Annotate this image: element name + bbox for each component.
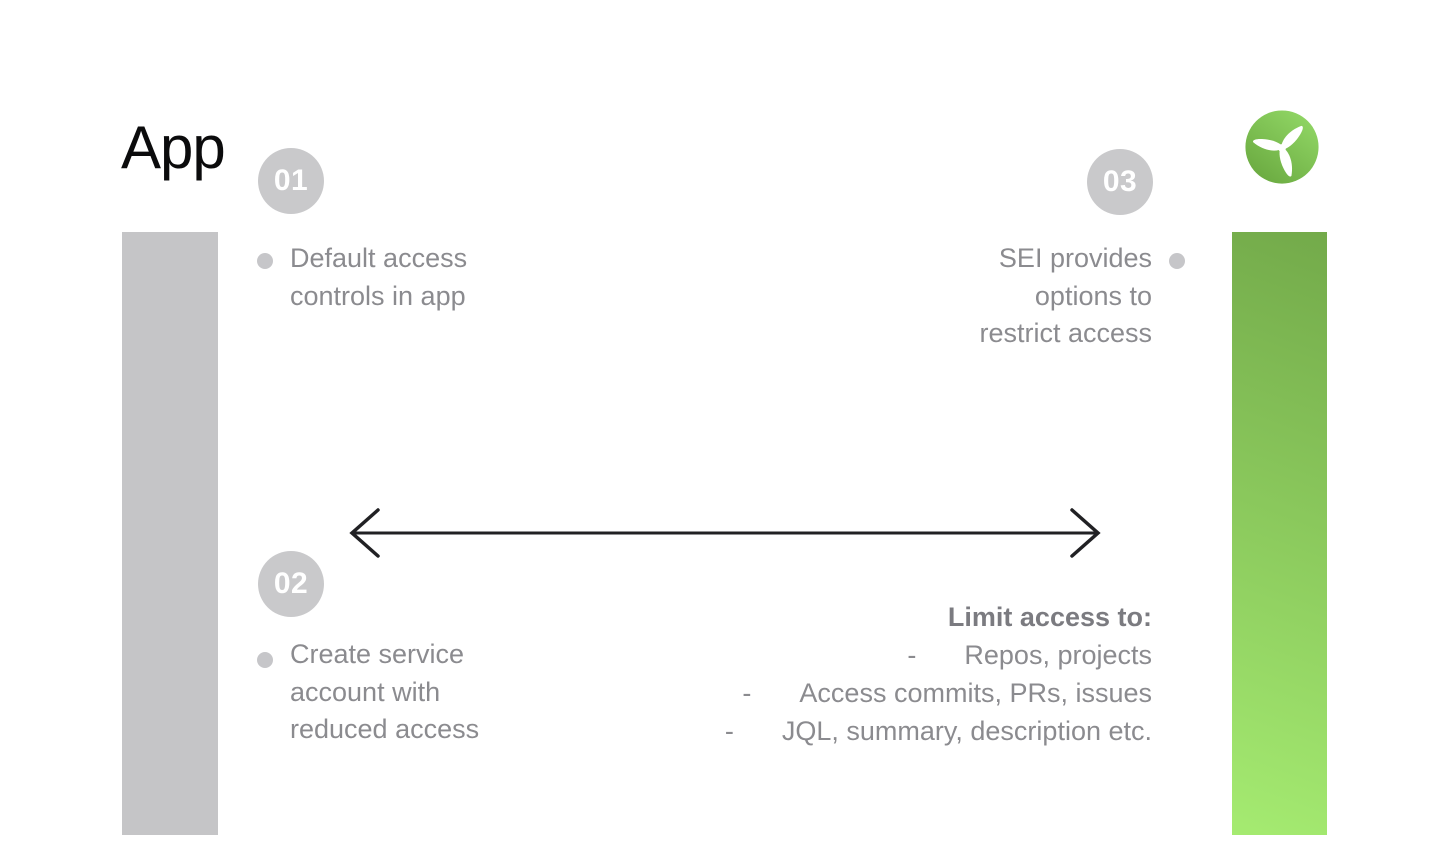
limit-access-item: - Access commits, PRs, issues [725, 674, 1152, 712]
limit-access-item: - Repos, projects [725, 636, 1152, 674]
step-03-line: options to [1034, 280, 1152, 311]
limit-access-list: Limit access to: - Repos, projects - Acc… [725, 598, 1152, 750]
step-02-line: reduced access [290, 714, 480, 744]
step-03-text: SEI provides options to restrict access [979, 240, 1152, 353]
limit-access-item-text: JQL, summary, description etc. [781, 716, 1152, 746]
limit-access-item: - JQL, summary, description etc. [725, 712, 1152, 750]
step-02-line: account with [290, 676, 441, 707]
step-01-number: 01 [273, 164, 309, 197]
step-01-line: controls in app [290, 280, 466, 311]
step-02-number: 02 [273, 567, 309, 600]
step-01-badge: 01 [258, 148, 324, 214]
dash-bullet: - [907, 640, 917, 670]
step-02-text: Create service account with reduced acce… [290, 636, 479, 749]
limit-access-heading: Limit access to: [947, 602, 1152, 632]
step-01-line: Default access [290, 243, 468, 273]
step-02-badge: 02 [258, 551, 324, 617]
step-01-text: Default access controls in app [290, 240, 467, 315]
sei-column-bar [1232, 232, 1327, 835]
bullet-icon [257, 253, 273, 269]
bullet-icon [1169, 253, 1185, 269]
page-title: App [121, 114, 226, 181]
step-03-line: restrict access [979, 318, 1152, 348]
dash-bullet: - [724, 716, 734, 746]
double-arrow-icon [349, 508, 1101, 558]
step-03-badge: 03 [1087, 149, 1153, 215]
propeller-blades [1253, 125, 1303, 177]
propeller-logo-icon [1245, 110, 1319, 184]
dash-bullet: - [742, 678, 752, 708]
step-03-line: SEI provides [998, 243, 1152, 273]
step-03-number: 03 [1102, 165, 1138, 198]
limit-access-item-text: Repos, projects [964, 640, 1152, 670]
step-02-line: Create service [290, 639, 465, 669]
bullet-icon [257, 652, 273, 668]
limit-access-item-text: Access commits, PRs, issues [799, 678, 1152, 708]
app-column-bar [122, 232, 218, 835]
